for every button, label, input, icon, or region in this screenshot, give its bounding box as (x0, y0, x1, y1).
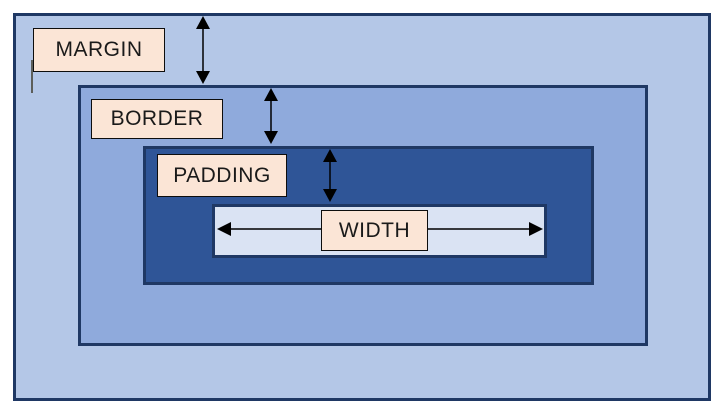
margin-label: MARGIN (33, 28, 165, 72)
width-label: WIDTH (321, 210, 428, 251)
border-label-text: BORDER (110, 107, 204, 130)
margin-label-text: MARGIN (55, 38, 143, 61)
padding-label: PADDING (157, 154, 287, 197)
width-label-text: WIDTH (338, 218, 411, 242)
padding-label-text: PADDING (173, 163, 271, 187)
border-label: BORDER (91, 99, 223, 139)
